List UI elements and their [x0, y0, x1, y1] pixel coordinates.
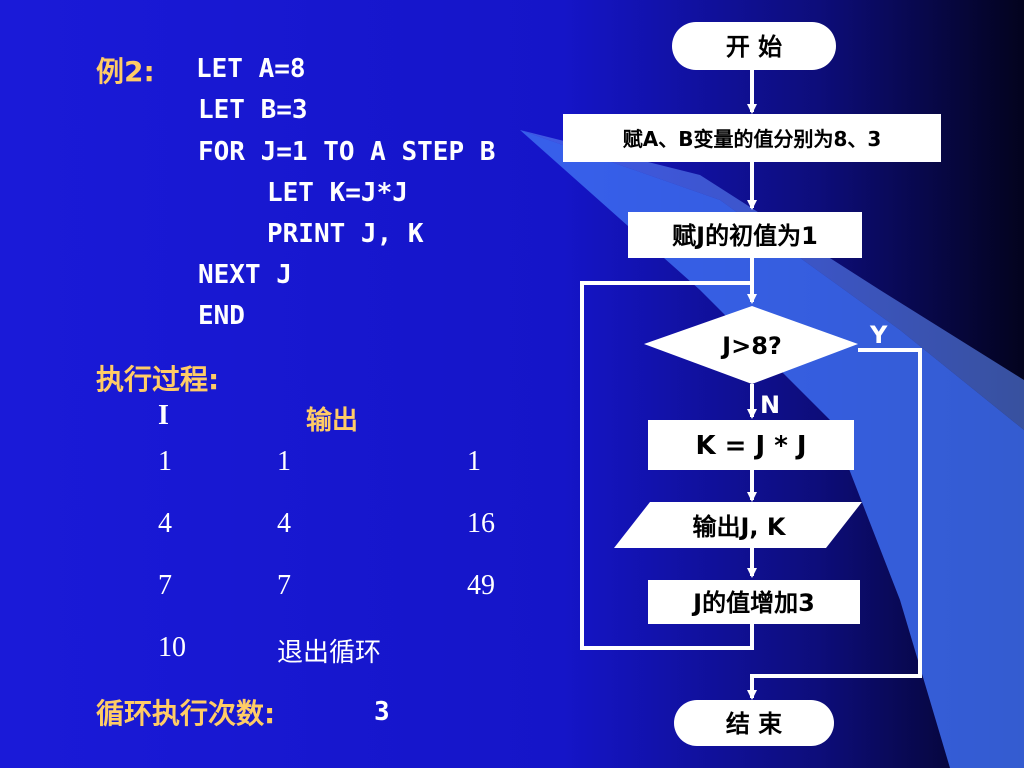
output-parallelogram	[614, 502, 862, 548]
process-title: 执行过程:	[96, 363, 220, 396]
loop-count-label: 循环执行次数:	[96, 697, 276, 730]
row-3-k: 49	[467, 570, 495, 601]
row-2-k: 16	[467, 508, 495, 539]
increment-box	[648, 580, 860, 624]
flow-connectors	[580, 70, 922, 700]
yes-label: Y	[869, 321, 888, 349]
row-1-j: 1	[277, 446, 291, 477]
row-3-j: 7	[277, 570, 291, 601]
row-2-j: 4	[277, 508, 291, 539]
row-3-i: 7	[158, 570, 172, 601]
no-label: N	[760, 391, 780, 419]
code-line-4: LET K=J*J	[267, 178, 408, 208]
code-line-2: LET B=3	[198, 95, 308, 125]
compute-box	[648, 420, 854, 470]
init-j-box	[628, 212, 862, 258]
start-label: 开 始	[726, 33, 782, 61]
code-line-6: NEXT J	[198, 260, 292, 290]
row-4-exit: 退出循环	[277, 638, 382, 668]
condition-diamond	[644, 306, 858, 384]
code-line-5: PRINT J, K	[267, 219, 424, 249]
assign-ab-box	[563, 114, 941, 162]
row-2-i: 4	[158, 508, 172, 539]
header-i: I	[158, 400, 169, 431]
output-label: 输出J, K	[693, 513, 787, 541]
assign-ab-label: 赋A、B变量的值分别为8、3	[623, 127, 882, 151]
end-terminal	[674, 700, 834, 746]
example-label: 例2:	[96, 55, 155, 88]
code-line-7: END	[198, 301, 245, 331]
init-j-label: 赋J的初值为1	[672, 222, 818, 250]
header-output: 输出	[306, 406, 359, 436]
compute-label: K = J * J	[695, 431, 806, 461]
increment-label: J的值增加3	[691, 589, 815, 617]
start-terminal	[672, 22, 836, 70]
condition-label: J>8?	[720, 332, 782, 360]
row-1-i: 1	[158, 446, 172, 477]
code-line-3: FOR J=1 TO A STEP B	[198, 137, 496, 167]
loop-count-value: 3	[374, 697, 390, 727]
end-label: 结 束	[726, 710, 783, 738]
code-line-1: LET A=8	[196, 54, 306, 84]
row-1-k: 1	[467, 446, 481, 477]
row-4-i: 10	[158, 632, 186, 663]
